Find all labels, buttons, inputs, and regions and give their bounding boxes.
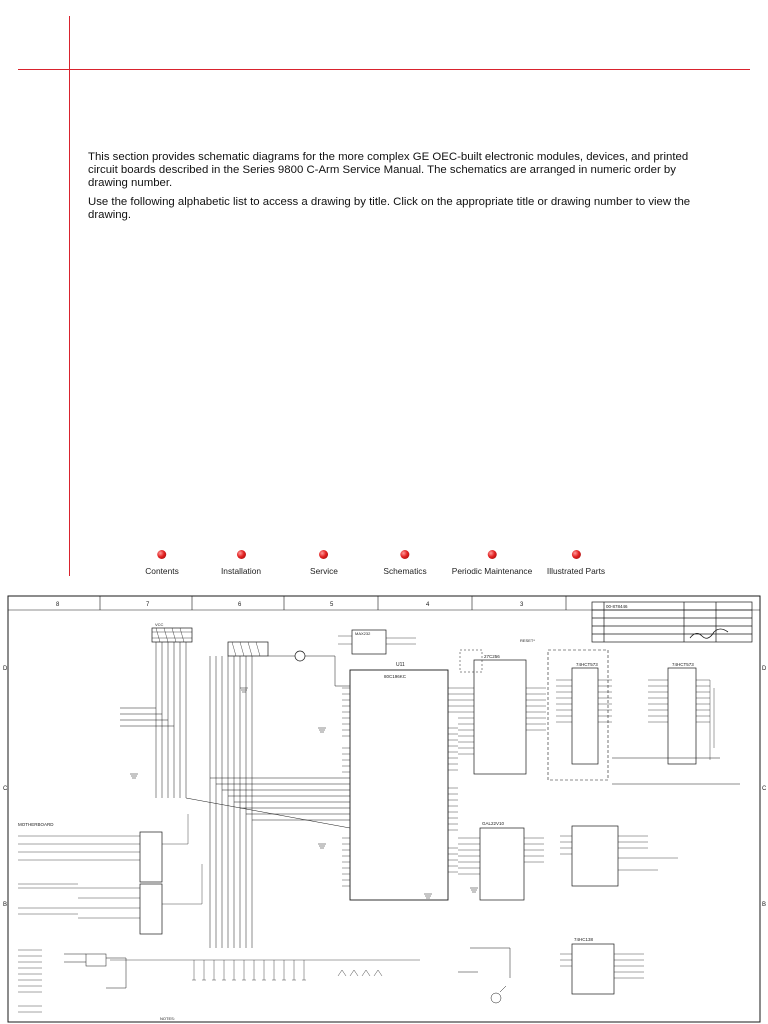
bus-lines-horizontal — [120, 707, 351, 829]
nav-service[interactable]: Service — [310, 550, 338, 579]
motherboard-connector-left: MOTHERBOARD — [18, 814, 203, 1013]
nav-label: Illustrated Parts — [546, 566, 606, 576]
zone-col-label: 6 — [238, 602, 242, 608]
section-nav: Contents Installation Service Schematics… — [0, 550, 768, 576]
eprom-label: 27C256 — [484, 654, 500, 659]
u11-microcontroller: U11 80C196KC — [342, 662, 458, 901]
notes-label: NOTES: — [160, 1016, 175, 1021]
red-dot-icon — [400, 550, 410, 559]
resistor-pack-left — [151, 627, 193, 643]
nav-contents[interactable]: Contents — [145, 550, 179, 579]
drawing-border — [7, 595, 761, 1023]
zone-row-label: B — [3, 902, 7, 908]
reset-label: RESET* — [520, 638, 535, 643]
gal-label: GAL22V10 — [482, 821, 505, 826]
signature — [689, 628, 729, 639]
intro-paragraph-2: Use the following alphabetic list to acc… — [88, 196, 691, 221]
red-dot-icon — [319, 550, 329, 559]
schematic-svg: 8 7 6 5 4 3 D C B D C B 00-878446 — [3, 595, 767, 1023]
u11-part: 80C196KC — [384, 674, 407, 679]
max232-chip: MAX232 — [338, 629, 416, 655]
latch2-chip: 74HCT573 — [612, 662, 740, 785]
ground-symbols — [130, 687, 478, 899]
zone-row-label: B — [762, 902, 766, 908]
red-dot-icon — [571, 550, 581, 559]
zone-col-label: 5 — [330, 602, 334, 608]
bus-lines-left — [155, 642, 253, 948]
zone-col-label: 3 — [520, 602, 524, 608]
eprom-chip: 27C256 — [458, 649, 546, 775]
nav-label: Contents — [145, 566, 179, 576]
motherboard-label: MOTHERBOARD — [18, 822, 54, 827]
nav-illustrated-parts[interactable]: Illustrated Parts — [547, 550, 605, 579]
ram-latch-group: 74HCT573 — [547, 649, 612, 781]
max232-label: MAX232 — [355, 631, 371, 636]
zone-col-label: 8 — [56, 602, 60, 608]
zone-col-label: 4 — [426, 602, 430, 608]
zone-row-label: D — [762, 666, 767, 672]
resistor-row-bottom — [110, 959, 420, 981]
zone-row-label: C — [3, 786, 8, 792]
red-horizontal-rule — [18, 69, 750, 70]
zone-col-label: 7 — [146, 602, 150, 608]
u11-ref: U11 — [396, 662, 405, 668]
crystal-oscillator — [268, 650, 350, 687]
nav-installation[interactable]: Installation — [221, 550, 261, 579]
red-dot-icon — [236, 550, 246, 559]
red-dot-icon — [157, 550, 167, 559]
intro-text: This section provides schematic diagrams… — [88, 151, 698, 228]
nav-label: Schematics — [383, 566, 427, 576]
intro-paragraph-1: This section provides schematic diagrams… — [88, 151, 689, 189]
bottom-components — [64, 947, 511, 1004]
nav-label: Service — [310, 566, 338, 576]
decoder-label: 74HC138 — [574, 937, 594, 942]
nav-periodic-maintenance[interactable]: Periodic Maintenance — [451, 550, 533, 579]
gal-chip: GAL22V10 — [458, 821, 544, 901]
zone-row-label: C — [762, 786, 767, 792]
nav-label: Installation — [220, 566, 262, 576]
latch2-label: 74HCT573 — [672, 662, 694, 667]
buffer-chip: 74HC138 — [560, 825, 678, 995]
vcc-label: VCC — [155, 622, 164, 627]
drawing-number: 00-878446 — [606, 604, 628, 609]
red-vertical-rule — [69, 16, 70, 576]
resistor-pack-center — [227, 641, 269, 657]
nav-schematics[interactable]: Schematics — [383, 550, 427, 579]
zone-row-label: D — [3, 666, 8, 672]
revision-block: 00-878446 — [591, 601, 753, 643]
latch1-label: 74HCT573 — [576, 662, 598, 667]
red-dot-icon — [487, 550, 497, 559]
nav-label: Periodic Maintenance — [451, 566, 533, 576]
schematic-drawing: 8 7 6 5 4 3 D C B D C B 00-878446 — [0, 588, 768, 1024]
